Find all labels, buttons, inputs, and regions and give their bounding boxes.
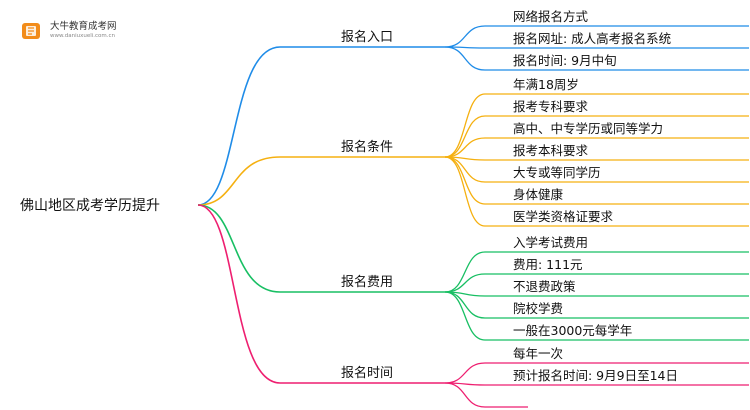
leaf-connector [444,291,486,341]
branch-label-time: 报名时间 [341,365,393,381]
leaf-label: 网络报名方式 [513,9,589,24]
leaf-connector [444,93,486,158]
leaf-connector [444,156,486,205]
leaf-label: 每年一次 [513,346,563,361]
leaf-label: 大专或等同学历 [513,165,601,180]
leaf-label: 入学考试费用 [513,235,588,250]
book-logo-icon [22,23,40,39]
leaf-label: 不退费政策 [513,279,576,294]
leaf-connector [444,156,486,227]
leaf-label: 院校学费 [513,301,563,316]
branch-conditions: 报名条件 年满18周岁报考专科要求高中、中专学历或同等学力报考本科要求大专或等同学… [197,77,749,227]
leaf-connector [444,382,486,408]
leaf-label: 年满18周岁 [513,77,579,92]
leaf-label: 身体健康 [513,187,564,202]
branch-label-entry: 报名入口 [341,29,393,45]
leaf-label: 报考专科要求 [513,99,589,114]
leaf-connector [444,137,486,158]
leaf-label: 一般在3000元每学年 [513,323,632,338]
leaf-connector [444,46,486,71]
branch-connector-time [197,204,281,384]
branch-connector-conditions [197,156,281,206]
leaf-label: 费用: 111元 [513,257,583,272]
branch-label-fees: 报名费用 [341,274,393,290]
leaf-label: 预计报名时间: 9月9日至14日 [513,368,678,383]
logo-site-url: www.daniuxueli.com.cn [50,33,116,39]
root-topic: 佛山地区成考学历提升 [20,198,160,214]
leaf-label: 报名时间: 9月中旬 [513,53,617,68]
leaf-connector [444,156,486,183]
logo-site-name: 大牛教育成考网 [50,21,117,32]
leaf-label: 报考本科要求 [513,143,589,158]
leaf-connector [444,115,486,158]
branch-connector-fees [197,204,281,293]
site-logo: 大牛教育成考网 www.daniuxueli.com.cn [20,18,140,46]
branch-label-conditions: 报名条件 [341,139,393,155]
leaf-connector [444,25,486,48]
leaf-connector [444,251,486,293]
leaf-connector [444,362,486,384]
leaf-label: 高中、中专学历或同等学力 [513,121,663,136]
leaf-label: 医学类资格证要求 [513,209,614,224]
leaf-connector [444,273,486,293]
branch-connector-entry [197,46,281,206]
leaf-label: 报名网址: 成人高考报名系统 [513,31,671,46]
